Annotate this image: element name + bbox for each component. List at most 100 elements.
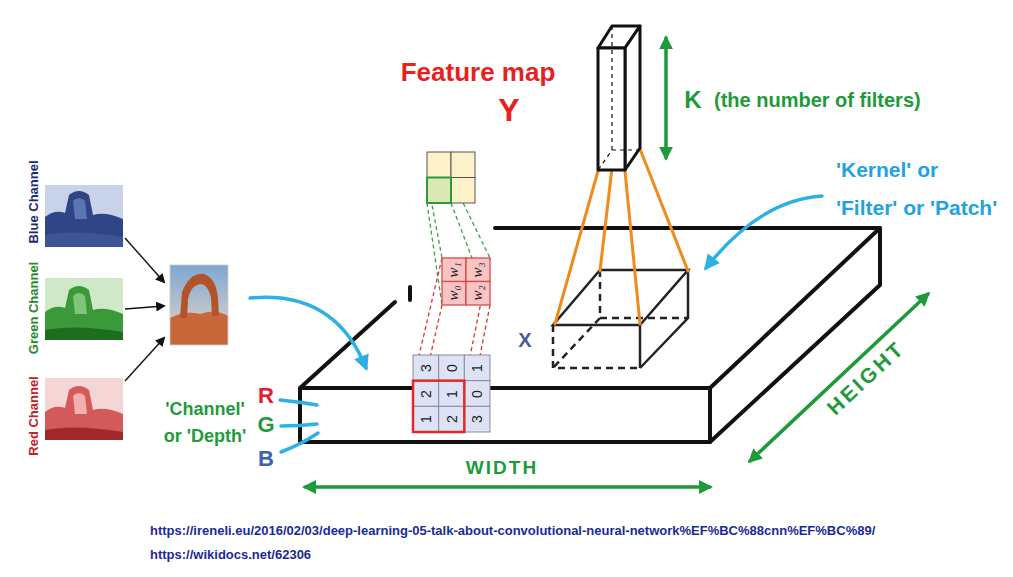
- dashed-line: [465, 258, 490, 381]
- grid-cell: [439, 381, 465, 407]
- projection-line: [600, 168, 612, 271]
- diagram-label: 'Channel' or 'Depth': [159, 396, 251, 450]
- grid-cell-active: [427, 178, 451, 204]
- photo-shape: [45, 386, 123, 440]
- diagram-label: X: [518, 329, 531, 352]
- photo-rock: [170, 311, 228, 345]
- rgb-photo: [170, 265, 228, 345]
- slab-back-edge: [495, 226, 880, 230]
- green-dashed-lines: [427, 178, 490, 305]
- pointer-arrow: [250, 297, 366, 368]
- grid-cell: [427, 152, 451, 178]
- grid-cell: [464, 406, 490, 432]
- kernel-cube: [553, 270, 688, 368]
- diagram-label: WIDTH: [466, 457, 538, 479]
- photo-shape: [73, 198, 87, 219]
- label-box: w₂: [469, 285, 486, 300]
- label-box: R: [258, 383, 274, 408]
- diagram-label: G: [257, 412, 274, 437]
- label-box: HEIGHT: [822, 336, 910, 420]
- channel-image: Green Channel: [45, 278, 123, 340]
- grid-cell: [439, 406, 465, 432]
- label-box: 1: [469, 364, 485, 372]
- channel-image: Blue Channel: [45, 185, 123, 247]
- width-arrow: [305, 485, 710, 489]
- label-box: 3: [418, 364, 434, 372]
- label-box: WIDTH: [466, 457, 538, 479]
- dashed-line: [427, 203, 442, 305]
- grid-cell: [413, 355, 439, 381]
- photo-shape: [45, 378, 123, 440]
- label-box: 'Kernel' or 'Filter' or 'Patch': [836, 151, 1001, 227]
- slab-right-face: [710, 228, 880, 442]
- red-dashed-lines: [413, 258, 490, 432]
- grid-cell: [442, 282, 466, 306]
- projection-line: [640, 149, 688, 271]
- label-box: 1: [418, 415, 434, 423]
- diagram-label: 'Kernel' or 'Filter' or 'Patch': [836, 151, 1001, 227]
- label-box: Feature map: [401, 58, 556, 88]
- diagram-label: 3: [418, 364, 434, 372]
- channel-title: Red Channel: [26, 376, 41, 455]
- merge-arrows: [125, 238, 164, 381]
- label-box: 2: [443, 415, 459, 423]
- pointer-arrows: [250, 196, 822, 452]
- merge-arrow: [125, 338, 164, 381]
- leader-line: [280, 400, 317, 405]
- grid-cell: [464, 355, 490, 381]
- diagram-label: w₀: [445, 285, 462, 300]
- grid-cell: [451, 178, 475, 204]
- column-hidden: [598, 26, 640, 170]
- photo-shape: [45, 278, 123, 340]
- leader-line: [281, 433, 318, 452]
- photo-shape: [73, 293, 87, 314]
- channel-title-box: Red Channel: [26, 376, 41, 455]
- diagram-label: 1: [443, 390, 459, 398]
- diagram-label: w₂: [469, 285, 486, 300]
- diagram-label: B: [258, 446, 274, 471]
- grid-cell: [466, 258, 490, 282]
- grid-cell: [442, 258, 466, 282]
- label-box: (the number of filters): [714, 89, 921, 112]
- label-box: 0: [469, 390, 485, 398]
- grid-cell: [439, 355, 465, 381]
- cube-solid-edges: [553, 270, 688, 368]
- channel-photo: [45, 185, 123, 247]
- projection-line: [625, 171, 640, 324]
- diagram-label: 1: [418, 415, 434, 423]
- kernel-grid: [442, 258, 490, 305]
- label-box: Y: [498, 92, 519, 129]
- feature-column: [598, 26, 640, 170]
- channel-title-box: Blue Channel: [26, 160, 41, 243]
- grid-cell: [451, 152, 475, 178]
- slab-front-face: [300, 388, 710, 442]
- photo-sky: [170, 265, 228, 345]
- dashed-line: [413, 258, 442, 381]
- projection-lines: [555, 149, 688, 324]
- diagram-label: https://wikidocs.net/62306: [150, 548, 311, 563]
- label-box: 'Channel' or 'Depth': [159, 396, 251, 450]
- slab-corner-tick: [408, 287, 412, 300]
- input-volume: [300, 228, 880, 442]
- label-box: X: [518, 329, 531, 352]
- slab-left-edge: [300, 302, 395, 388]
- photo-shape: [45, 232, 123, 247]
- photo-frame: [170, 265, 228, 345]
- label-box: https://wikidocs.net/62306: [150, 548, 311, 563]
- merge-arrow: [125, 238, 164, 282]
- dashed-line: [465, 305, 490, 432]
- dimension-arrows: [305, 38, 928, 487]
- label-box: w₀: [445, 285, 462, 300]
- leader-line: [281, 424, 317, 426]
- label-box: w₃: [469, 262, 486, 277]
- label-box: w₁: [445, 262, 462, 277]
- label-box: 3: [469, 415, 485, 423]
- channel-title: Blue Channel: [26, 160, 41, 243]
- diagram-label: (the number of filters): [714, 89, 921, 112]
- channel-photo: [45, 278, 123, 340]
- diagram-label: Y: [498, 92, 519, 129]
- channel-title-box: Green Channel: [26, 262, 41, 354]
- photo-arch: [180, 274, 219, 318]
- cube-hidden-edges: [553, 270, 688, 368]
